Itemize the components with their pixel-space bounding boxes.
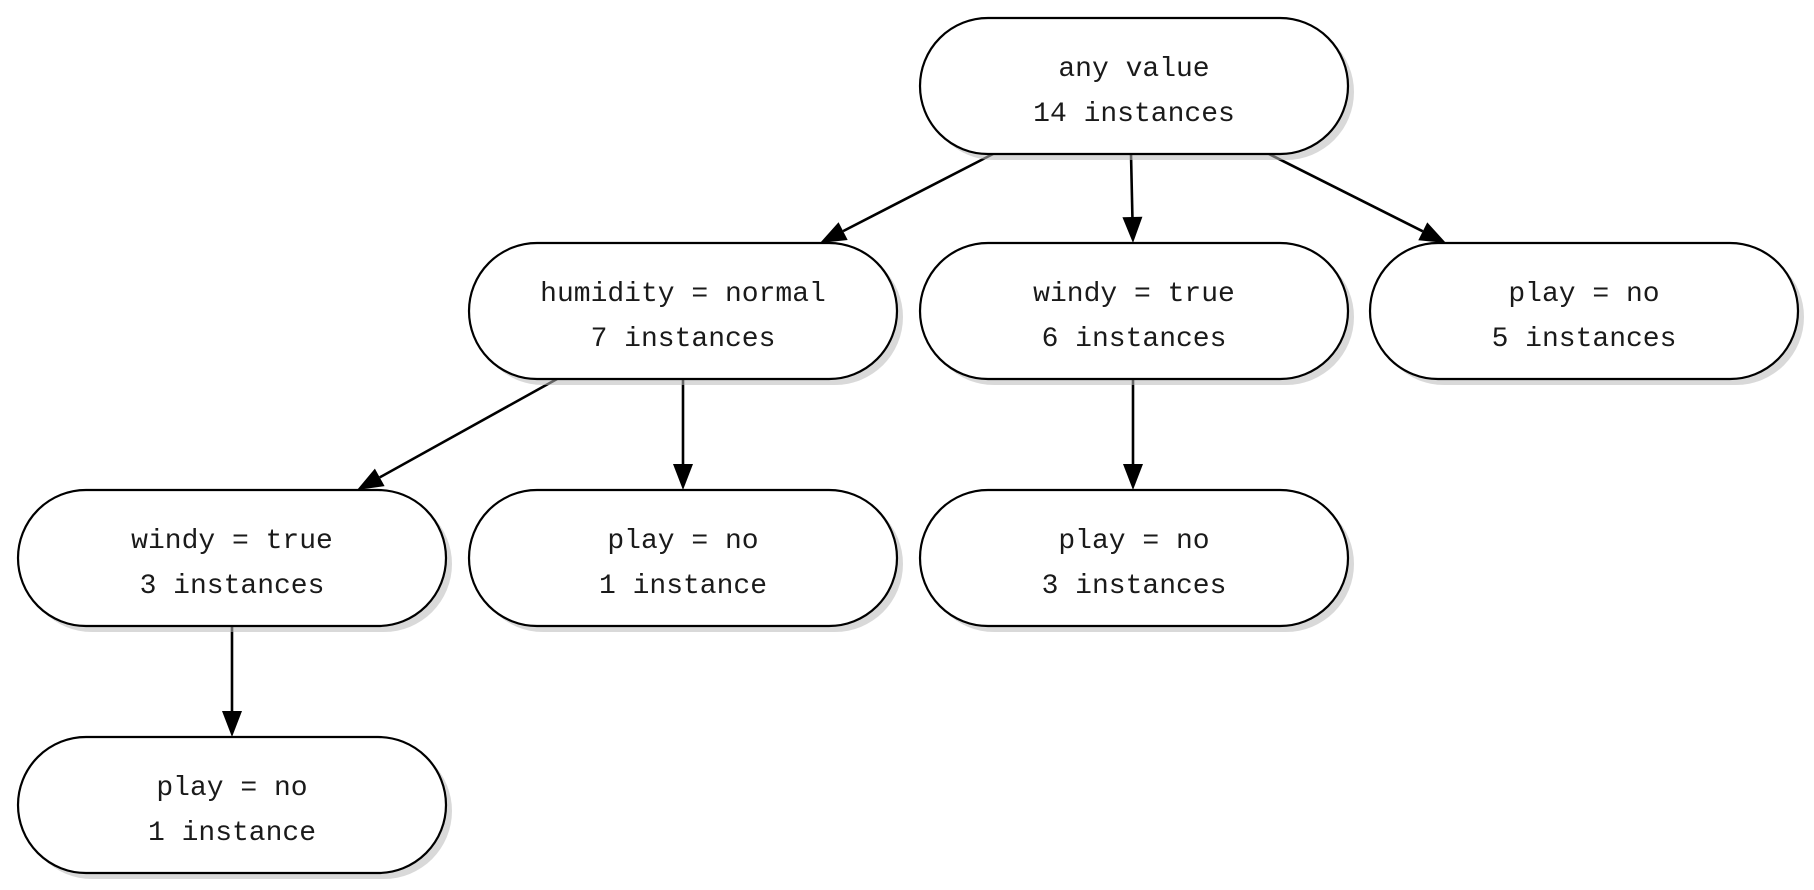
- tree-node-windy-true-root: windy = true 6 instances: [918, 241, 1354, 385]
- arrowhead-icon: [673, 464, 693, 490]
- edge-root-to-play-no-root: [1268, 152, 1446, 243]
- edge-line: [842, 152, 994, 233]
- tree-node-play-no-windy-humidity: play = no 1 instance: [16, 735, 452, 879]
- node-instance-count: 3 instances: [1042, 571, 1227, 602]
- edge-humidity-normal-to-windy-true-humidity: [357, 377, 558, 490]
- node-condition: any value: [1058, 54, 1209, 85]
- node-shape: [1368, 241, 1800, 381]
- node-condition: play = no: [156, 773, 307, 804]
- arrowhead-icon: [1122, 216, 1143, 243]
- arrowhead-icon: [357, 468, 385, 490]
- edges-layer: [222, 152, 1446, 737]
- tree-node-humidity-normal: humidity = normal 7 instances: [467, 241, 903, 385]
- tree-node-play-no-humidity: play = no 1 instance: [467, 488, 903, 632]
- node-shape: [467, 488, 899, 628]
- edge-windy-true-humidity-to-play-no-windy-humidity: [222, 626, 242, 737]
- node-condition: humidity = normal: [540, 279, 826, 310]
- edge-line: [1268, 152, 1424, 233]
- tree-node-play-no-root: play = no 5 instances: [1368, 241, 1804, 385]
- node-instance-count: 6 instances: [1042, 324, 1227, 355]
- tree-node-root: any value 14 instances: [918, 16, 1354, 160]
- arrowhead-icon: [222, 711, 242, 737]
- node-shape: [918, 241, 1350, 381]
- node-condition: windy = true: [131, 526, 333, 557]
- node-condition: play = no: [607, 526, 758, 557]
- node-shape: [16, 488, 448, 628]
- tree-node-play-no-windy: play = no 3 instances: [918, 488, 1354, 632]
- edge-line: [379, 377, 558, 479]
- node-instance-count: 3 instances: [140, 571, 325, 602]
- tree-node-windy-true-humidity: windy = true 3 instances: [16, 488, 452, 632]
- edge-line: [1129, 153, 1134, 218]
- edge-humidity-normal-to-play-no-humidity: [673, 379, 693, 490]
- node-instance-count: 1 instance: [148, 818, 316, 849]
- node-shape: [918, 16, 1350, 156]
- edge-windy-true-root-to-play-no-windy: [1123, 379, 1143, 490]
- node-condition: play = no: [1508, 279, 1659, 310]
- node-instance-count: 5 instances: [1492, 324, 1677, 355]
- arrowhead-icon: [1123, 464, 1143, 490]
- edge-root-to-windy-true-root: [1122, 153, 1143, 243]
- node-shape: [918, 488, 1350, 628]
- arrowhead-icon: [820, 222, 848, 243]
- node-shape: [16, 735, 448, 875]
- node-instance-count: 14 instances: [1033, 99, 1235, 130]
- node-instance-count: 1 instance: [599, 571, 767, 602]
- node-instance-count: 7 instances: [591, 324, 776, 355]
- node-condition: windy = true: [1033, 279, 1235, 310]
- node-condition: play = no: [1058, 526, 1209, 557]
- node-shape: [467, 241, 899, 381]
- arrowhead-icon: [1418, 222, 1446, 243]
- edge-root-to-humidity-normal: [820, 152, 994, 243]
- nodes-layer: any value 14 instances humidity = normal 7 …: [16, 16, 1804, 879]
